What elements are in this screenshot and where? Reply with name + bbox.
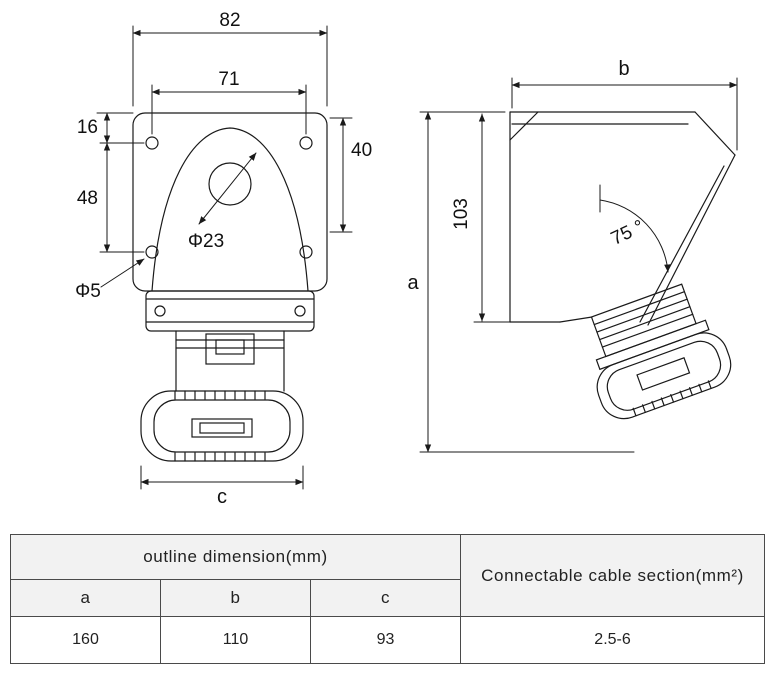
side-angle-annotation (599, 184, 671, 273)
front-mounting-plate (145, 290, 315, 332)
side-dimension-labels: b a 103 75 ° (407, 58, 647, 294)
side-spout-assembly (590, 283, 732, 420)
dim-phi5-label: Φ5 (75, 281, 101, 302)
front-housing-body (132, 112, 328, 292)
dim-48-label: 48 (77, 188, 98, 209)
dim-b-label: b (618, 58, 629, 80)
dim-75deg-label: 75 ° (608, 216, 648, 249)
value-a: 160 (10, 616, 161, 664)
side-dimension-lines (419, 77, 738, 453)
front-view: 82 71 16 48 40 Φ23 Φ5 c (75, 10, 372, 508)
dim-16-label: 16 (77, 117, 98, 138)
outline-dimension-header: outline dimension(mm) (9, 534, 462, 580)
dim-103-label: 103 (451, 198, 472, 230)
dimension-table: outline dimension(mm) Connectable cable … (9, 534, 766, 664)
cable-section-header: Connectable cable section(mm²) (460, 534, 766, 617)
column-header-c: c (309, 579, 462, 617)
value-c: 93 (309, 616, 462, 664)
front-locking-ring (140, 390, 304, 462)
side-housing-body (509, 111, 736, 326)
dim-a-label: a (407, 272, 419, 294)
front-dimension-labels: 82 71 16 48 40 Φ23 Φ5 c (75, 10, 372, 508)
dim-phi23-label: Φ23 (188, 231, 224, 252)
dim-c-label: c (217, 486, 227, 508)
column-header-b: b (160, 579, 311, 617)
front-dimension-lines (96, 25, 353, 490)
dim-71-label: 71 (218, 69, 239, 90)
technical-drawing: 82 71 16 48 40 Φ23 Φ5 c (75, 10, 738, 508)
front-neck (175, 330, 285, 392)
value-b: 110 (160, 616, 311, 664)
column-header-a: a (10, 579, 161, 617)
value-cable-section: 2.5-6 (460, 616, 766, 664)
side-view: b a 103 75 ° (407, 58, 738, 453)
dim-82-label: 82 (219, 10, 240, 31)
dim-40-label: 40 (351, 140, 372, 161)
